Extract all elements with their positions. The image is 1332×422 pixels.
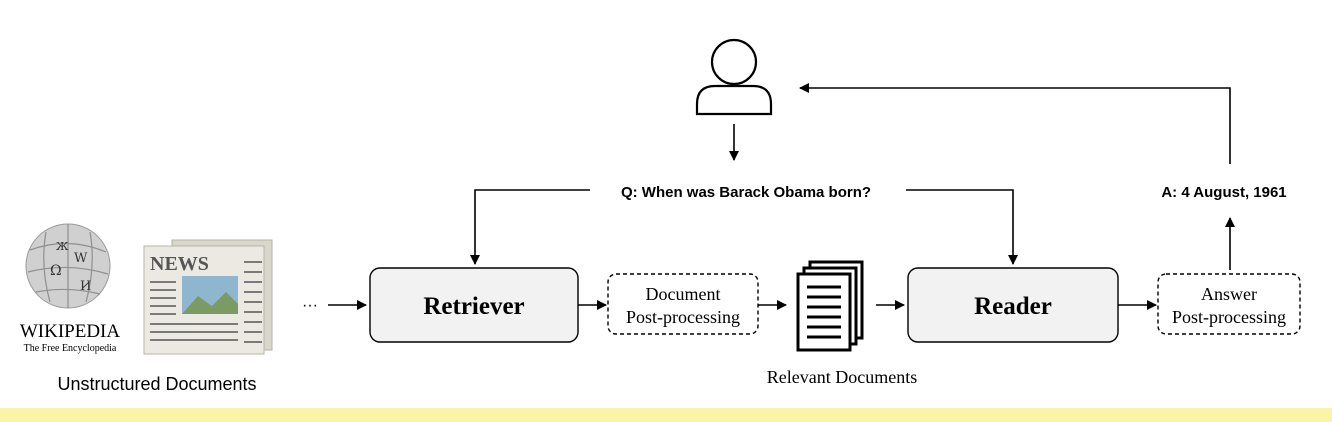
- reader-label: Reader: [974, 293, 1052, 320]
- newspaper-icon: NEWS: [143, 239, 273, 355]
- arrow-question-to-reader: [906, 189, 1018, 265]
- retriever-label: Retriever: [423, 293, 524, 320]
- answer-postprocessing-line2: Post-processing: [1172, 307, 1286, 327]
- relevant-docs-label: Relevant Documents: [767, 367, 917, 387]
- documents-stack-icon: [796, 260, 864, 352]
- arrow-answer-to-user: [799, 83, 1231, 164]
- wikipedia-logo: Ω W И Ж WIKIPEDIA The Free Encyclopedia: [20, 223, 121, 354]
- svg-text:W: W: [74, 251, 88, 266]
- highlight-band: [0, 408, 1332, 422]
- ellipsis: ···: [302, 297, 318, 314]
- user-icon: [695, 38, 773, 116]
- wikipedia-wordmark: WIKIPEDIA: [20, 321, 121, 342]
- wikipedia-tagline: The Free Encyclopedia: [24, 343, 117, 354]
- question-text: Q: When was Barack Obama born?: [621, 184, 871, 201]
- svg-text:И: И: [80, 279, 91, 294]
- arrow-question-to-retriever: [470, 189, 590, 265]
- svg-text:Ω: Ω: [50, 263, 62, 279]
- answer-postprocessing-box: [1157, 273, 1301, 335]
- unstructured-docs-label: Unstructured Documents: [57, 374, 256, 394]
- svg-text:Ж: Ж: [56, 240, 69, 253]
- document-postprocessing-line2: Post-processing: [626, 307, 740, 327]
- newspaper-masthead: NEWS: [150, 253, 209, 275]
- answer-text: A: 4 August, 1961: [1161, 184, 1286, 201]
- answer-postprocessing-line1: Answer: [1201, 284, 1257, 304]
- document-postprocessing-box: [607, 273, 759, 335]
- document-postprocessing-line1: Document: [646, 284, 721, 304]
